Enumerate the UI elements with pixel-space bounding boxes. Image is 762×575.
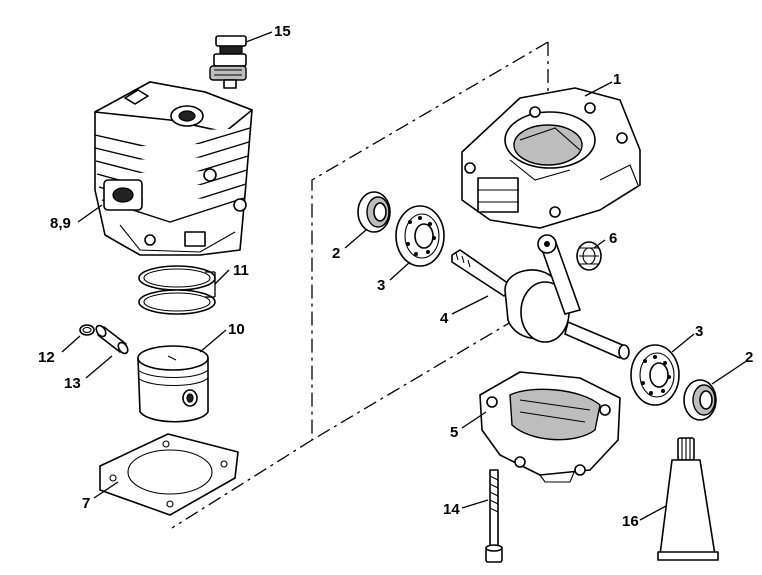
- cylinder: [94, 81, 253, 256]
- spark-plug: [209, 35, 247, 89]
- needle-cage: [576, 241, 602, 271]
- leader-2a: [344, 229, 367, 249]
- piston: [137, 345, 209, 423]
- leader-12: [61, 335, 81, 353]
- callout-5: 5: [450, 424, 458, 441]
- leader-13: [85, 355, 113, 379]
- callout-8-9: 8,9: [50, 215, 71, 232]
- leader-1: [584, 81, 613, 97]
- piston-pin: [95, 324, 129, 355]
- leader-2b: [711, 359, 749, 385]
- leader-11: [214, 269, 230, 285]
- ball-bearing-right: [630, 344, 680, 406]
- leader-6: [593, 239, 606, 249]
- callout-4: 4: [440, 310, 449, 327]
- callout-7: 7: [82, 495, 90, 512]
- oil-seal-right: [683, 379, 717, 421]
- oil-seal-left: [357, 191, 391, 233]
- leader-4: [451, 295, 489, 315]
- callout-13: 13: [64, 375, 81, 392]
- leader-10: [199, 329, 227, 353]
- callout-2-left: 2: [332, 245, 340, 262]
- crankcase-upper: [461, 87, 641, 229]
- callout-14: 14: [443, 501, 460, 518]
- callout-1: 1: [613, 71, 621, 88]
- callout-3-right: 3: [695, 323, 703, 340]
- callout-3-left: 3: [377, 277, 385, 294]
- grease-tube: [657, 437, 719, 561]
- leader-5: [461, 411, 487, 429]
- leader-15: [245, 31, 273, 43]
- callout-6: 6: [609, 230, 617, 247]
- crankcase-lower: [479, 371, 621, 483]
- leader-14: [461, 499, 489, 509]
- screw: [485, 469, 503, 563]
- callout-10: 10: [228, 321, 245, 338]
- separator-line: [171, 41, 549, 529]
- ball-bearing-left: [395, 205, 445, 267]
- circlip: [79, 324, 95, 336]
- crankshaft: [451, 234, 630, 360]
- leader-7: [93, 481, 119, 499]
- callout-16: 16: [622, 513, 639, 530]
- gasket: [99, 433, 239, 516]
- callout-11: 11: [233, 262, 249, 279]
- callout-12: 12: [38, 349, 55, 366]
- leader-3b: [671, 333, 695, 353]
- piston-rings: [138, 265, 216, 315]
- leader-3a: [389, 261, 411, 281]
- leader-16: [639, 505, 667, 521]
- callout-15: 15: [274, 23, 291, 40]
- leader-89: [77, 204, 103, 223]
- callout-2-right: 2: [745, 349, 753, 366]
